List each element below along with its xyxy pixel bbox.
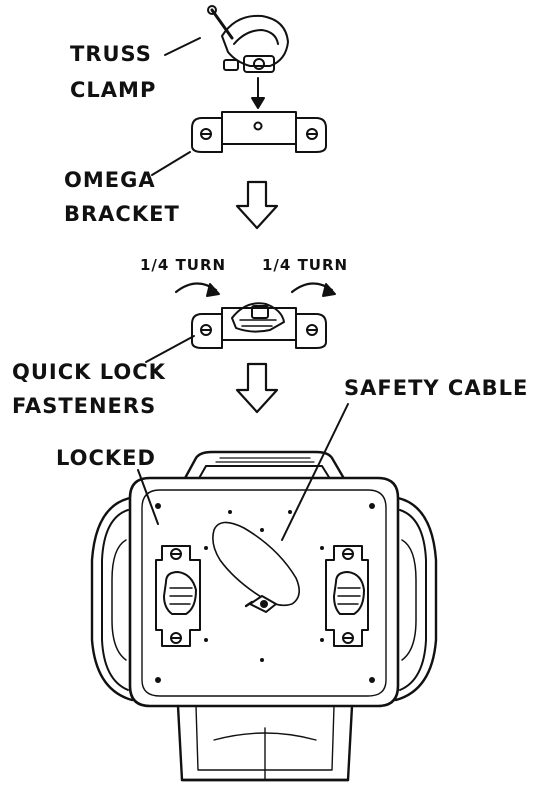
down-arrow-icon-2 xyxy=(237,364,277,412)
turn-right-label: 1/4 TURN xyxy=(262,258,348,273)
quick-lock-label-line2: FASTENERS xyxy=(12,396,156,417)
locked-label: LOCKED xyxy=(56,448,156,469)
clamp-to-bracket-arrow xyxy=(252,78,264,108)
omega-bracket-label-line1: OMEGA xyxy=(64,170,156,191)
omega-bracket-label-line2: BRACKET xyxy=(64,204,180,225)
safety-cable-label: SAFETY CABLE xyxy=(344,378,528,399)
moving-head-base-icon xyxy=(92,452,436,780)
quick-lock-pointer xyxy=(146,336,194,362)
omega-bracket-icon xyxy=(192,112,326,152)
truss-clamp-label-line2: CLAMP xyxy=(70,80,156,101)
omega-bracket-pointer xyxy=(152,152,190,175)
turn-left-label: 1/4 TURN xyxy=(140,258,226,273)
quick-lock-label-line1: QUICK LOCK xyxy=(12,362,166,383)
down-arrow-icon xyxy=(237,182,277,228)
truss-clamp-pointer xyxy=(165,38,200,55)
right-locked-bracket xyxy=(326,546,368,646)
bracket-with-fasteners-icon xyxy=(192,303,326,348)
truss-clamp-icon xyxy=(208,6,288,72)
left-locked-bracket xyxy=(156,546,200,646)
truss-clamp-label-line1: TRUSS xyxy=(70,44,152,65)
rotate-arrow-icon xyxy=(176,283,335,296)
